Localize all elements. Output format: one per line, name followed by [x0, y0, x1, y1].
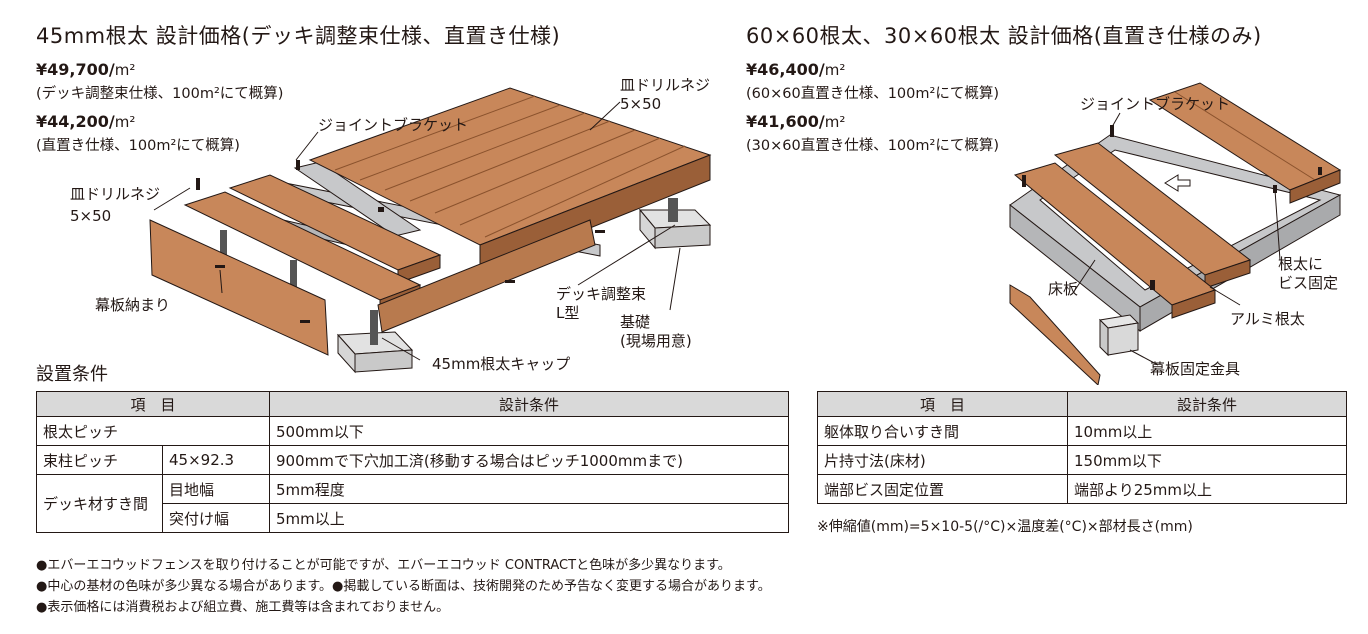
- right-price-1-amount: ¥46,400/: [746, 60, 825, 79]
- right-price-2-unit: m²: [824, 113, 846, 131]
- table-cell: 躯体取り合いすき間: [817, 416, 1068, 446]
- table-row: デッキ材すき間 目地幅 5mm程度: [36, 474, 789, 533]
- table-cell: 目地幅: [162, 474, 270, 504]
- bullet-note: ●エバーエコウッドフェンスを取り付けることが可能ですが、エバーエコウッド CON…: [36, 558, 731, 573]
- right-price-1: ¥46,400/m²: [746, 60, 845, 79]
- label-screw-left: 皿ドリルネジ: [70, 185, 161, 203]
- bullet-notes: ●エバーエコウッドフェンスを取り付けることが可能ですが、エバーエコウッド CON…: [36, 555, 771, 618]
- label-screw-left-size: 5×50: [70, 207, 112, 225]
- left-price-2-note: (直置き仕様、100m²にて概算): [36, 138, 240, 154]
- label-fascia: 幕板納まり: [95, 296, 171, 314]
- left-price-1-amount: ¥49,700/: [36, 60, 115, 79]
- left-price-2-amount: ¥44,200/: [36, 112, 115, 131]
- table-cell: 突付け幅: [162, 503, 270, 533]
- label-screw-fix-1: 根太に: [1278, 255, 1324, 273]
- fascia-board-icon: [149, 219, 596, 356]
- table-header-item: 項 目: [817, 391, 1068, 417]
- adjuster-post-icon: [220, 230, 227, 270]
- left-price-2-unit: m²: [114, 113, 136, 131]
- table-cell: デッキ材すき間: [36, 474, 163, 533]
- floor-board-icon: [1013, 142, 1252, 319]
- conditions-title: 設置条件: [36, 364, 108, 385]
- right-section-title: 60×60根太、30×60根太 設計価格(直置き仕様のみ): [746, 24, 1262, 48]
- adjuster-post-icon: [668, 198, 678, 222]
- table-header-row: 項 目 設計条件: [817, 391, 1347, 417]
- screw-icon: [1022, 125, 1322, 290]
- right-conditions-table: 項 目 設計条件 躯体取り合いすき間 10mm以上 片持寸法(床材) 150mm…: [817, 391, 1347, 504]
- table-header-condition: 設計条件: [1067, 391, 1347, 417]
- table-header-condition: 設計条件: [269, 391, 789, 417]
- label-cap: 45mm根太キャップ: [432, 355, 571, 373]
- bullet-note: ●表示価格には消費税および組立費、施工費等は含まれておりません。: [36, 600, 450, 615]
- table-cell: 束柱ピッチ: [36, 445, 163, 475]
- table-cell: 10mm以上: [1067, 416, 1347, 446]
- left-conditions-table: 項 目 設計条件 根太ピッチ 500mm以下 束柱ピッチ 45×92.3 900…: [36, 391, 789, 533]
- table-row: 突付け幅 5mm以上: [37, 503, 789, 533]
- label-fascia-bracket: 幕板固定金具: [1150, 360, 1241, 378]
- table-header-item: 項 目: [36, 391, 270, 417]
- table-cell: 端部ビス固定位置: [817, 474, 1068, 504]
- right-price-1-unit: m²: [824, 61, 846, 79]
- label-foundation-note: (現場用意): [620, 332, 692, 350]
- table-cell: 45×92.3: [162, 445, 270, 475]
- right-price-1-note: (60×60直置き仕様、100m²にて概算): [746, 86, 999, 102]
- table-cell: 片持寸法(床材): [817, 445, 1068, 475]
- bullet-note: ●中心の基材の色味が多少異なる場合があります。●掲載している断面は、技術開発のた…: [36, 579, 771, 594]
- table-cell: 5mm程度: [269, 474, 789, 504]
- table-row: 端部ビス固定位置 端部より25mm以上: [817, 474, 1347, 504]
- table-cell: 900mmで下穴加工済(移動する場合はピッチ1000mmまで): [269, 445, 789, 475]
- left-deck-illustration: [149, 87, 712, 374]
- label-joint-bracket-right: ジョイントブラケット: [1080, 95, 1231, 113]
- left-price-1-unit: m²: [114, 61, 136, 79]
- table-row: 根太ピッチ 500mm以下: [36, 416, 789, 446]
- table-cell: 500mm以下: [269, 416, 789, 446]
- right-deck-illustration: [1009, 82, 1342, 385]
- expansion-formula: ※伸縮値(mm)=5×10-5(/°C)×温度差(°C)×部材長さ(mm): [817, 519, 1193, 535]
- table-cell: 150mm以下: [1067, 445, 1347, 475]
- fascia-board-icon: [1009, 284, 1101, 385]
- label-foundation: 基礎: [620, 313, 651, 331]
- fascia-bracket-icon: [1098, 314, 1140, 357]
- floor-board-icon: [1148, 82, 1342, 204]
- left-price-1: ¥49,700/m²: [36, 60, 135, 79]
- adjuster-post-icon: [370, 310, 378, 345]
- label-screw-top: 皿ドリルネジ: [620, 76, 711, 94]
- right-price-2-note: (30×60直置き仕様、100m²にて概算): [746, 138, 999, 154]
- right-price-2: ¥41,600/m²: [746, 112, 845, 131]
- adjuster-post-icon: [290, 260, 297, 300]
- label-screw-fix-2: ビス固定: [1278, 274, 1339, 292]
- label-floor: 床板: [1048, 280, 1079, 298]
- left-section-title: 45mm根太 設計価格(デッキ調整束仕様、直置き仕様): [36, 24, 561, 48]
- left-price-1-note: (デッキ調整束仕様、100m²にて概算): [36, 86, 284, 102]
- label-alu-joist: アルミ根太: [1230, 310, 1305, 328]
- left-price-2: ¥44,200/m²: [36, 112, 135, 131]
- label-screw-top-size: 5×50: [620, 95, 662, 113]
- arrow-icon: [1164, 174, 1191, 192]
- table-cell: 根太ピッチ: [36, 416, 270, 446]
- label-joint-bracket-left: ジョイントブラケット: [318, 116, 469, 134]
- right-price-2-amount: ¥41,600/: [746, 112, 825, 131]
- label-adjuster: デッキ調整束: [556, 285, 647, 303]
- table-cell: 5mm以上: [269, 503, 789, 533]
- table-row: 躯体取り合いすき間 10mm以上: [817, 416, 1347, 446]
- screw-icon: [196, 160, 605, 323]
- table-header-row: 項 目 設計条件: [36, 391, 789, 417]
- table-cell: 端部より25mm以上: [1067, 474, 1347, 504]
- table-row: 片持寸法(床材) 150mm以下: [817, 445, 1347, 475]
- table-row: 束柱ピッチ 45×92.3 900mmで下穴加工済(移動する場合はピッチ1000…: [36, 445, 789, 475]
- label-adjuster-type: L型: [556, 304, 580, 322]
